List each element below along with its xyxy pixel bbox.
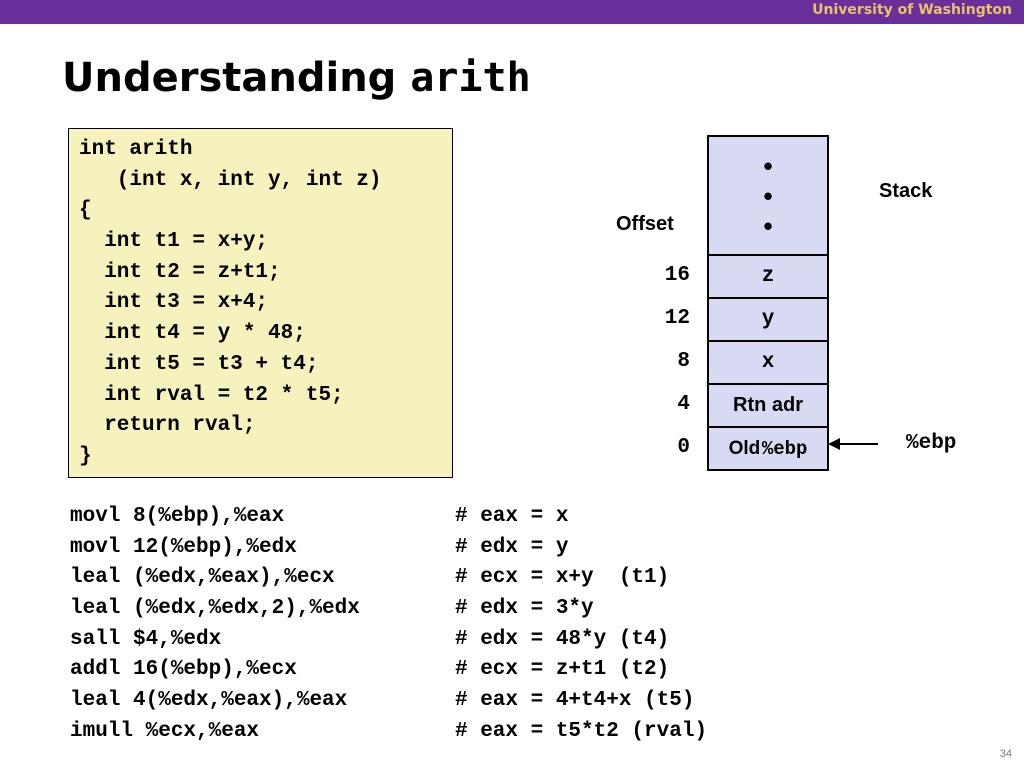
ellipsis-dot-icon: •	[763, 180, 773, 211]
old-ebp-prefix: Old	[728, 437, 761, 459]
stack-heading: Stack	[879, 180, 933, 202]
offset-heading: Offset	[616, 213, 674, 235]
asm-row: imull %ecx,%eax # eax = t5*t2 (rval)	[70, 717, 707, 748]
asm-comment: # edx = 48*y (t4)	[455, 627, 670, 651]
institution-name: University of Washington	[812, 2, 1012, 18]
title-function-name: arith	[410, 55, 531, 101]
asm-row: addl 16(%ebp),%ecx # ecx = z+t1 (t2)	[70, 655, 707, 686]
code-line: int t3 = x+4;	[79, 291, 269, 315]
code-line: }	[79, 444, 92, 468]
asm-row: movl 8(%ebp),%eax # eax = x	[70, 502, 707, 533]
code-line: (int x, int y, int z)	[79, 168, 382, 192]
asm-instruction: leal 4(%edx,%eax),%eax	[70, 689, 348, 713]
asm-comment: # edx = 3*y	[455, 597, 594, 621]
asm-instruction: leal (%edx,%eax),%ecx	[70, 566, 335, 590]
ebp-pointer-label: %ebp	[906, 432, 957, 455]
c-code-box: int arith (int x, int y, int z) { int t1…	[68, 128, 453, 478]
code-line: int t2 = z+t1;	[79, 260, 281, 284]
offset-value: 16	[664, 264, 690, 287]
asm-comment: # ecx = x+y (t1)	[455, 566, 670, 590]
code-line: int t5 = t3 + t4;	[79, 352, 319, 376]
code-line: {	[79, 199, 92, 223]
asm-instruction: movl 8(%ebp),%eax	[70, 505, 285, 528]
code-line: int rval = t2 * t5;	[79, 383, 344, 407]
offset-value: 8	[677, 350, 690, 373]
stack-continuation-cell: • • •	[707, 135, 829, 256]
stack-cell-y: y	[707, 299, 829, 342]
code-line: return rval;	[79, 414, 256, 438]
asm-row: leal (%edx,%edx,2),%edx # edx = 3*y	[70, 594, 707, 625]
asm-comment: # edx = y	[455, 535, 569, 559]
asm-comment: # ecx = z+t1 (t2)	[455, 658, 670, 682]
asm-row: leal 4(%edx,%eax),%eax # eax = 4+t4+x (t5…	[70, 686, 707, 717]
page-number: 34	[999, 748, 1012, 760]
stack-cell-old-ebp: Old %ebp	[707, 428, 829, 471]
code-line: int t4 = y * 48;	[79, 322, 306, 346]
asm-comment: # eax = x	[455, 505, 569, 528]
stack-diagram: • • • z y x Rtn adr Old %ebp	[707, 135, 829, 471]
ellipsis-dot-icon: •	[763, 150, 773, 181]
stack-cell-z: z	[707, 256, 829, 299]
old-ebp-register: %ebp	[761, 437, 808, 460]
header-bar: University of Washington	[0, 0, 1024, 24]
asm-instruction: sall $4,%edx	[70, 627, 222, 651]
offset-value: 4	[677, 393, 690, 416]
asm-instruction: leal (%edx,%edx,2),%edx	[70, 597, 360, 621]
asm-instruction: addl 16(%ebp),%ecx	[70, 658, 297, 682]
asm-instruction: imull %ecx,%eax	[70, 719, 260, 743]
asm-instruction: movl 12(%ebp),%edx	[70, 535, 297, 559]
ellipsis-dot-icon: •	[763, 210, 773, 241]
stack-cell-x: x	[707, 342, 829, 385]
left-arrow-icon	[828, 438, 878, 450]
assembly-listing: movl 8(%ebp),%eax # eax = x movl 12(%ebp)…	[70, 502, 707, 748]
stack-cell-return-address: Rtn adr	[707, 385, 829, 428]
asm-comment: # eax = 4+t4+x (t5)	[455, 689, 695, 713]
code-line: int t1 = x+y;	[79, 230, 269, 254]
asm-row: movl 12(%ebp),%edx # edx = y	[70, 533, 707, 564]
slide-title: Understanding arith	[62, 52, 531, 104]
asm-row: sall $4,%edx # edx = 48*y (t4)	[70, 625, 707, 656]
offset-value: 0	[677, 436, 690, 459]
code-line: int arith	[79, 138, 193, 161]
offset-value: 12	[664, 307, 690, 330]
asm-row: leal (%edx,%eax),%ecx # ecx = x+y (t1)	[70, 563, 707, 594]
title-text: Understanding	[62, 55, 411, 101]
asm-comment: # eax = t5*t2 (rval)	[455, 719, 708, 743]
